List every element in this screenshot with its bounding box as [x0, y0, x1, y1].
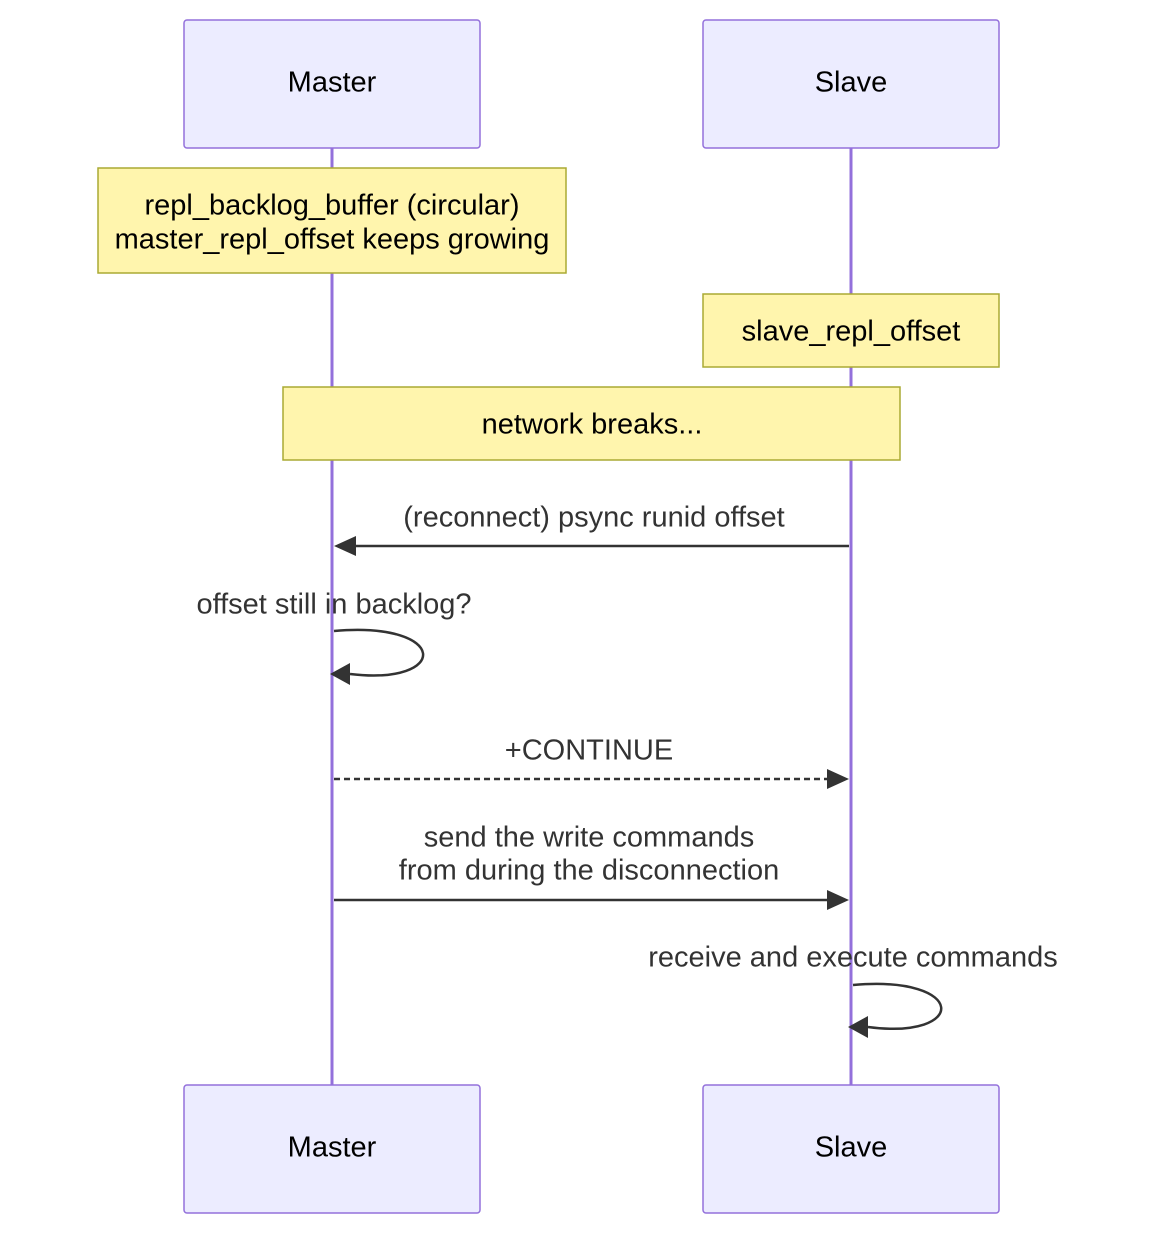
continue-message-label: +CONTINUE	[505, 735, 673, 767]
backlog-note-line1: repl_backlog_buffer (circular)	[144, 190, 519, 222]
backlog-note-line2: master_repl_offset keeps growing	[115, 224, 550, 256]
backlog-check-message: offset still in backlog?	[196, 589, 472, 685]
slave-actor-top: Slave	[702, 19, 1000, 149]
backlog-check-loop	[333, 628, 425, 677]
slave-offset-note-box	[702, 293, 1000, 368]
network-breaks-note-box	[282, 386, 901, 461]
slave-actor-bottom: Slave	[702, 1084, 1000, 1214]
backlog-check-label: offset still in backlog?	[196, 589, 471, 621]
continue-message: +CONTINUE	[334, 735, 849, 789]
reconnect-message-label: (reconnect) psync runid offset	[403, 502, 785, 534]
master-actor-bottom-box	[183, 1084, 481, 1214]
continue-arrow-head	[827, 769, 849, 789]
master-actor-bottom: Master	[183, 1084, 481, 1214]
master-actor-bottom-label: Master	[288, 1132, 377, 1164]
slave-actor-bottom-label: Slave	[815, 1132, 888, 1164]
master-actor-top: Master	[183, 19, 481, 149]
send-commands-message: send the write commands from during the …	[334, 822, 849, 910]
receive-commands-label: receive and execute commands	[648, 942, 1057, 974]
master-actor-top-box	[183, 19, 481, 149]
send-commands-arrow-head	[827, 890, 849, 910]
network-breaks-note: network breaks...	[282, 386, 901, 461]
slave-actor-bottom-box	[702, 1084, 1000, 1214]
reconnect-arrow-head	[334, 536, 356, 556]
slave-offset-note-label: slave_repl_offset	[742, 316, 961, 348]
master-actor-top-label: Master	[288, 67, 377, 99]
backlog-note-box	[97, 167, 567, 274]
backlog-note: repl_backlog_buffer (circular) master_re…	[97, 167, 567, 274]
network-breaks-note-label: network breaks...	[482, 409, 703, 441]
receive-commands-loop	[852, 982, 943, 1030]
receive-commands-message: receive and execute commands	[648, 942, 1058, 1038]
send-commands-label-line2: from during the disconnection	[399, 855, 779, 887]
backlog-check-arrow-head	[330, 663, 350, 685]
slave-actor-top-box	[702, 19, 1000, 149]
slave-offset-note: slave_repl_offset	[702, 293, 1000, 368]
reconnect-message: (reconnect) psync runid offset	[334, 502, 849, 556]
slave-actor-top-label: Slave	[815, 67, 888, 99]
receive-commands-arrow-head	[848, 1016, 868, 1038]
send-commands-label-line1: send the write commands	[424, 822, 754, 854]
